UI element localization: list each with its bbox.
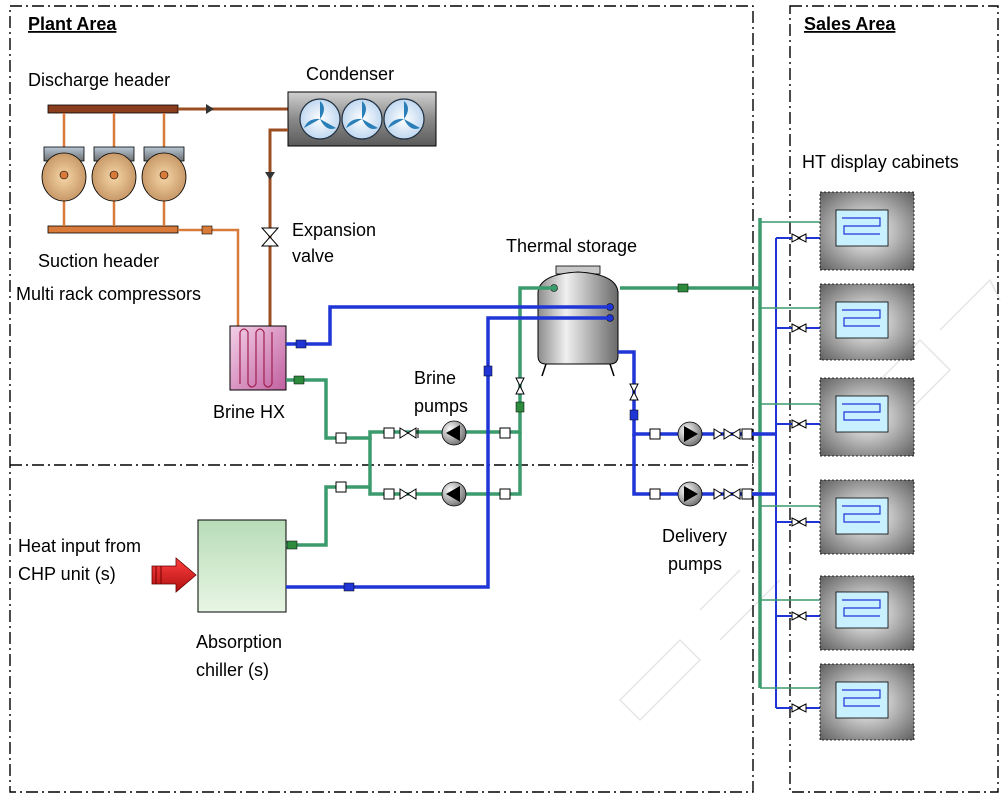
ht-cabinets-label: HT display cabinets: [802, 152, 959, 172]
compressor-rack: [41, 113, 187, 226]
isolation-valve-icon: [335, 377, 639, 493]
liquid-line: [260, 128, 288, 328]
heat-input-arrow-icon: [151, 557, 197, 593]
flow-arrow-icon: [295, 339, 307, 349]
delivery-pump-2: [649, 481, 753, 507]
expansion-valve-label-1: Expansion: [292, 220, 376, 240]
multi-rack-label: Multi rack compressors: [16, 284, 201, 304]
condenser-label: Condenser: [306, 64, 394, 84]
heat-input-label-1: Heat input from: [18, 536, 141, 556]
fan-icon: [299, 98, 341, 140]
brine-hx-label: Brine HX: [213, 402, 285, 422]
flow-arrow-icon: [483, 365, 493, 377]
display-cabinet-2: [760, 283, 915, 361]
absorption-label-1: Absorption: [196, 632, 282, 652]
distribution-headers: [752, 218, 777, 708]
sales-area-title: Sales Area: [804, 14, 896, 34]
display-cabinet-6: [760, 663, 915, 741]
brine-pumps-label-1: Brine: [414, 368, 456, 388]
flow-arrow-icon: [293, 375, 305, 385]
flow-arrow-icon: [343, 582, 355, 592]
flow-arrow-icon: [677, 283, 689, 293]
delivery-pumps-label-2: pumps: [668, 554, 722, 574]
brine-pump-2: [383, 481, 511, 507]
watermark: [618, 278, 1001, 722]
heat-input-label-2: CHP unit (s): [18, 564, 116, 584]
compressor-2: [91, 146, 137, 202]
flow-arrow-icon: [286, 540, 298, 550]
flow-arrow-icon: [206, 104, 214, 114]
discharge-header-label: Discharge header: [28, 70, 170, 90]
compressor-1: [41, 146, 87, 202]
discharge-header: [47, 104, 179, 114]
expansion-valve-label-2: valve: [292, 246, 334, 266]
plant-area-border: [9, 5, 754, 793]
plant-area-title: Plant Area: [28, 14, 117, 34]
discharge-line: [178, 104, 288, 114]
display-cabinet-3: [760, 377, 915, 457]
fan-icon: [383, 98, 425, 140]
thermal-storage-label: Thermal storage: [506, 236, 637, 256]
absorption-chiller: [197, 519, 287, 613]
brine-pumps-label-2: pumps: [414, 396, 468, 416]
sales-area-border: [789, 5, 999, 793]
expansion-valve-icon: [260, 227, 280, 247]
compressor-3: [141, 146, 187, 202]
flow-arrow-icon: [265, 172, 275, 180]
flow-arrow-icon: [515, 401, 525, 413]
flow-arrow-icon: [629, 409, 639, 421]
brine-pump-1: [383, 420, 511, 446]
thermal-storage-tank: [537, 265, 619, 377]
absorption-label-2: chiller (s): [196, 660, 269, 680]
suction-header: [47, 225, 179, 234]
display-cabinet-4: [760, 479, 915, 555]
display-cabinet-5: [760, 575, 915, 651]
flow-arrow-icon: [201, 225, 213, 235]
fan-icon: [341, 98, 383, 140]
suction-line: [178, 225, 240, 328]
delivery-pumps-label-1: Delivery: [662, 526, 727, 546]
delivery-pump-1: [649, 421, 753, 447]
brine-hx: [229, 325, 287, 391]
condenser: [287, 91, 437, 147]
suction-header-label: Suction header: [38, 251, 159, 271]
display-cabinet-1: [760, 191, 915, 271]
brine-return-pipes: [286, 283, 760, 550]
brine-supply-pipes: [286, 305, 760, 592]
